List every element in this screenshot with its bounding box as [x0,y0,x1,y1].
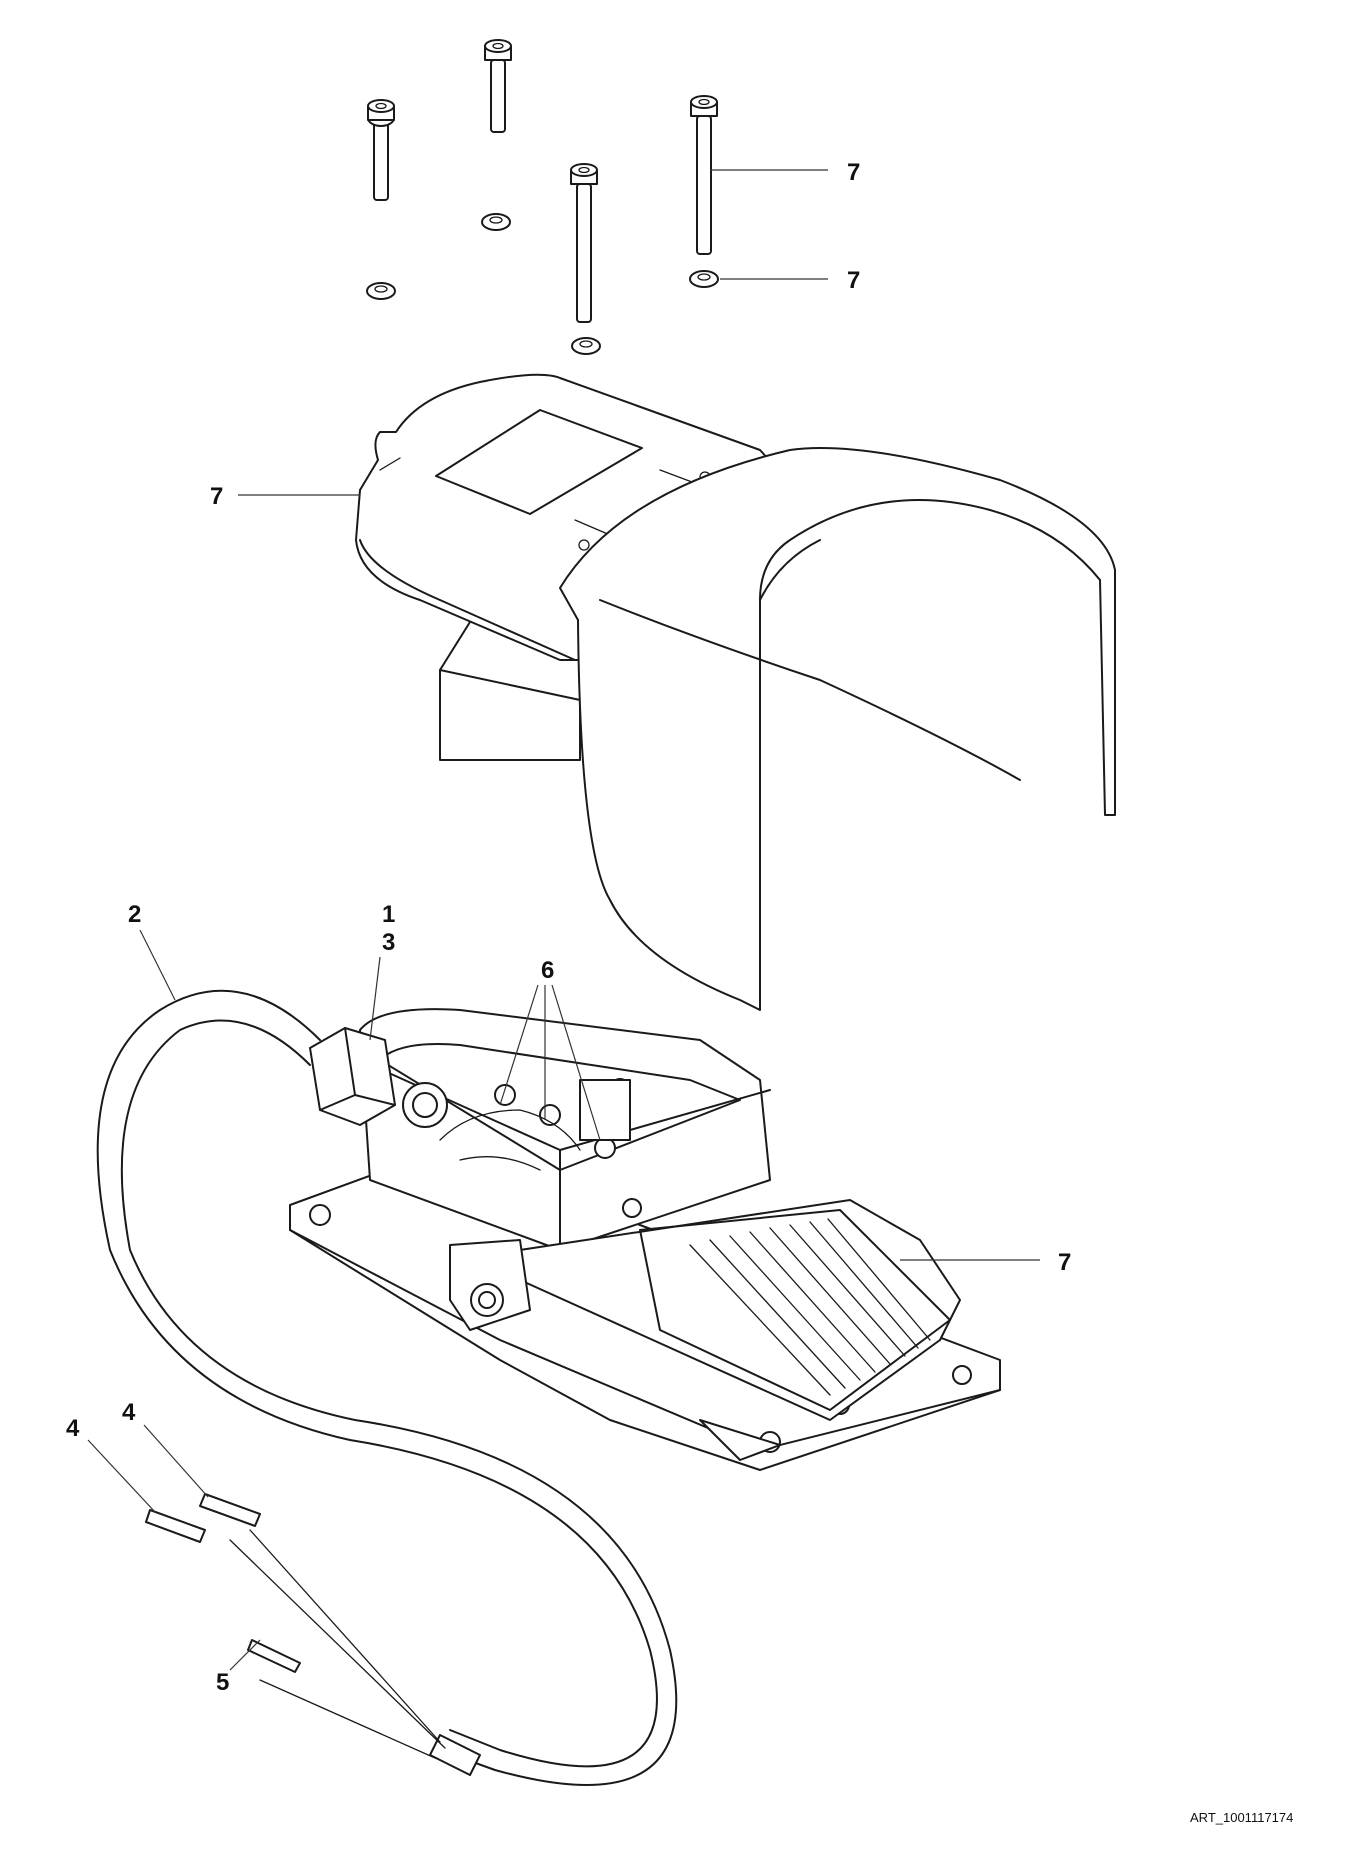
callout-7-screw: 7 [847,159,860,186]
wires [229,1529,481,1776]
screw-1 [367,99,395,201]
screw-3 [570,163,598,323]
callout-4b: 4 [122,1399,136,1426]
washer-2 [366,282,396,300]
callout-6: 6 [541,957,554,984]
callout-2: 2 [128,901,141,928]
callout-3: 3 [382,929,395,956]
pedal [449,1199,961,1461]
callout-7-washer: 7 [847,267,860,294]
screw-4 [690,95,718,255]
cable-gland [309,1027,396,1126]
contact-screws [439,1078,642,1218]
callout-5: 5 [216,1669,229,1696]
leader-lines [87,169,1040,1671]
washer-1 [481,213,511,231]
art-id-label: ART_1001117174 [1190,1810,1293,1825]
top-cover [355,373,1116,1011]
callout-7-cover: 7 [210,483,223,510]
washer-4 [689,270,719,288]
pedal-ribs [689,1218,931,1396]
callout-7-pedal: 7 [1058,1249,1071,1276]
cable [96,989,678,1786]
callout-1: 1 [382,901,395,928]
terminal-2 [199,1493,261,1527]
terminal-3 [247,1639,301,1673]
screw-2 [484,39,512,133]
callout-4a: 4 [66,1415,80,1442]
washer-3 [571,337,601,355]
terminal-1 [145,1509,206,1543]
